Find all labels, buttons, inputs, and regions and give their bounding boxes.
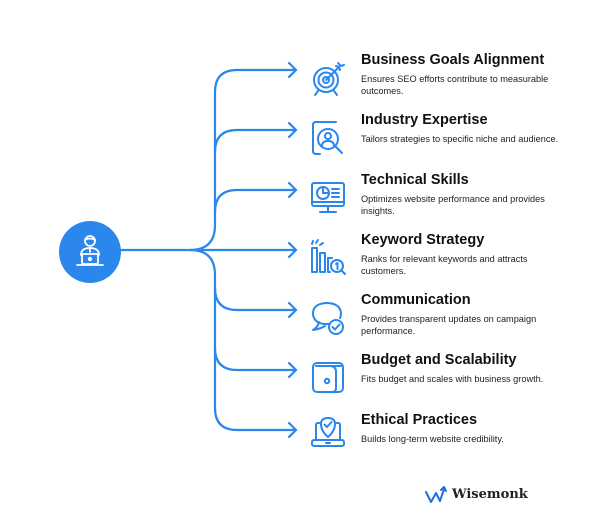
branch-title: Budget and Scalability	[361, 352, 517, 368]
wallet-icon	[312, 362, 344, 393]
branch-title: Communication	[361, 292, 471, 308]
branch-description: Optimizes website performance and provid…	[361, 194, 545, 216]
chat-check-icon	[311, 302, 344, 335]
wisemonk-logo-icon	[425, 486, 447, 503]
branch-communication: Communication Provides transparent updat…	[308, 292, 598, 356]
brand-name: Wisemonk	[452, 487, 528, 502]
person-at-laptop-icon	[76, 235, 104, 266]
person-search-icon	[312, 121, 343, 155]
branch-budget-and-scalability: Budget and Scalability Fits budget and s…	[308, 352, 598, 416]
branch-description: Ensures SEO efforts contribute to measur…	[361, 74, 549, 96]
monitor-chart-icon	[311, 182, 345, 213]
branch-description: Provides transparent updates on campaign…	[361, 314, 537, 336]
branch-title: Industry Expertise	[361, 112, 488, 128]
branch-technical-skills: Technical Skills Optimizes website perfo…	[308, 172, 598, 236]
branch-industry-expertise: Industry Expertise Tailors strategies to…	[308, 112, 598, 176]
ranking-search-icon	[311, 239, 346, 275]
hub-node	[59, 221, 121, 283]
branch-title: Keyword Strategy	[361, 232, 485, 248]
target-icon	[313, 62, 345, 96]
branch-ethical-practices: Ethical Practices Builds long-term websi…	[308, 412, 598, 476]
laptop-shield-check-icon	[311, 417, 345, 447]
branch-title: Business Goals Alignment	[361, 52, 545, 68]
branch-description: Ranks for relevant keywords and attracts…	[361, 254, 528, 276]
branch-description: Fits budget and scales with business gro…	[361, 374, 544, 384]
branch-description: Tailors strategies to specific niche and…	[361, 134, 559, 144]
branch-keyword-strategy: Keyword Strategy Ranks for relevant keyw…	[308, 232, 598, 296]
branch-title: Ethical Practices	[361, 412, 478, 428]
branch-description: Builds long-term website credibility.	[361, 434, 504, 444]
branch-business-goals-alignment: Business Goals Alignment Ensures SEO eff…	[308, 52, 598, 116]
branch-title: Technical Skills	[361, 172, 469, 188]
